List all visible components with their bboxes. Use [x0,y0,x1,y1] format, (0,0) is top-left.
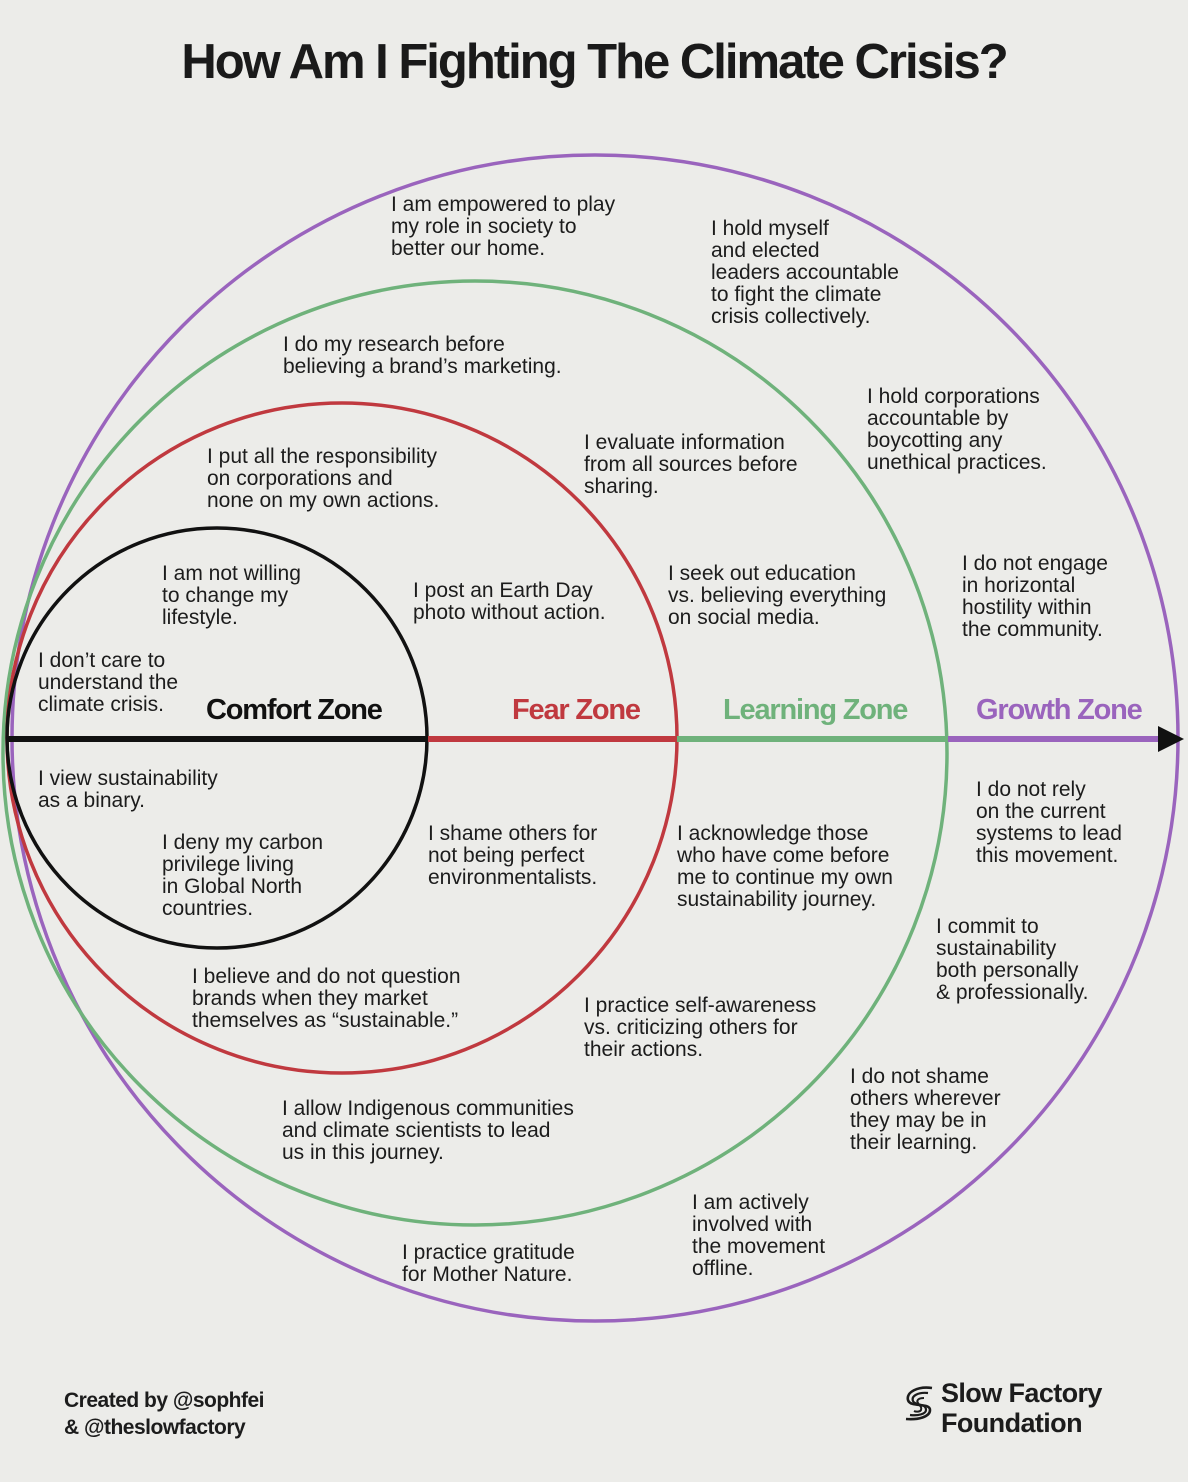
comfort-statement: I don’t care to understand the climate c… [38,649,179,716]
growth-statement: I commit to sustainability both personal… [936,915,1089,1004]
fear-statement: I believe and do not question brands whe… [192,965,461,1032]
growth-statement: I hold corporations accountable by boyco… [867,385,1047,474]
learning-statement: I seek out education vs. believing every… [668,562,887,629]
fear-zone-label: Fear Zone [512,694,641,726]
fear-statement: I put all the responsibility on corporat… [207,445,440,512]
growth-statement: I hold myself and elected leaders accoun… [711,217,899,328]
axis-arrowhead [1158,726,1184,752]
growth-statement: I am actively involved with the movement… [692,1191,826,1280]
growth-statement: I do not rely on the current systems to … [976,778,1122,867]
learning-zone-circle [1,279,949,1227]
growth-statement: I practice gratitude for Mother Nature. [402,1241,575,1286]
growth-statement: I do not engage in horizontal hostility … [962,552,1108,641]
learning-statement: I do my research before believing a bran… [283,333,562,378]
comfort-statement: I deny my carbon privilege living in Glo… [162,831,324,920]
slow-factory-logo-icon [905,1386,933,1421]
growth-statement: I do not shame others wherever they may … [850,1065,1001,1154]
growth-statement: I am empowered to play my role in societ… [391,193,616,260]
growth-zone-label: Growth Zone [976,694,1143,726]
brand-name: Slow Factory Foundation [941,1378,1102,1438]
fear-statement: I post an Earth Day photo without action… [413,579,606,624]
learning-statement: I practice self-awareness vs. criticizin… [584,994,817,1061]
learning-statement: I allow Indigenous communities and clima… [282,1097,574,1164]
comfort-statement: I view sustainability as a binary. [38,767,218,812]
credit-text: Created by @sophfei & @theslowfactory [64,1389,265,1439]
fear-statement: I shame others for not being perfect env… [428,822,598,889]
learning-zone-label: Learning Zone [723,694,908,726]
learning-statement: I acknowledge those who have come before… [677,822,893,911]
learning-statement: I evaluate information from all sources … [584,431,798,498]
comfort-statement: I am not willing to change my lifestyle. [162,562,301,629]
page-title: How Am I Fighting The Climate Crisis? [181,35,1008,89]
comfort-zone-label: Comfort Zone [206,694,383,726]
